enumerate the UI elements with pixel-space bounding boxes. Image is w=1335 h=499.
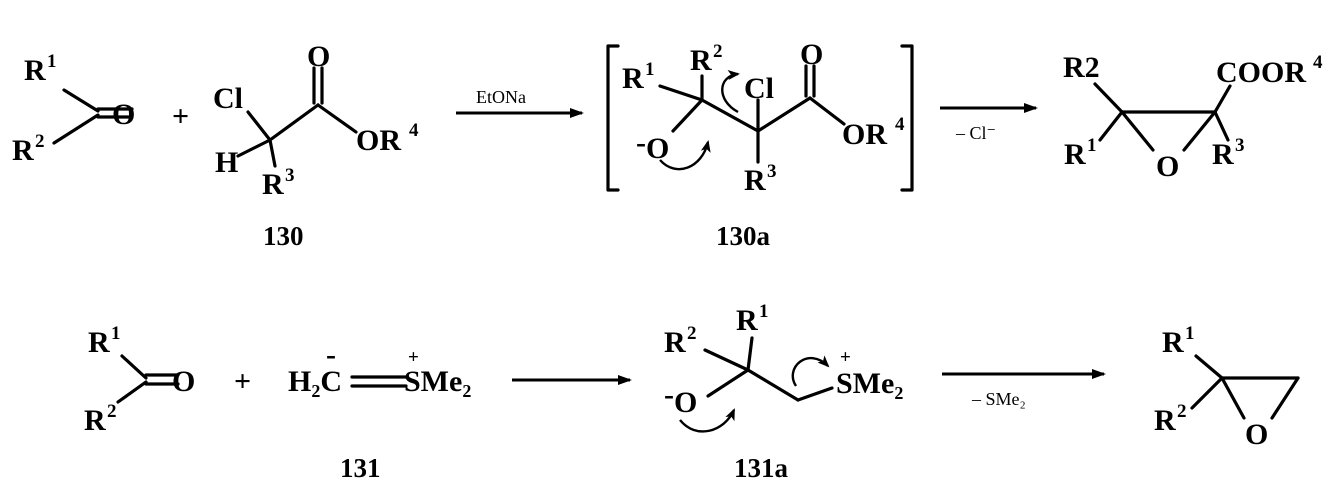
c131-S-plus: + xyxy=(408,347,419,368)
c130a-OR: OR xyxy=(842,118,887,151)
c131a-O: O xyxy=(674,386,697,419)
c130-OR: OR xyxy=(356,124,401,157)
c130a-OR-sup4: 4 xyxy=(895,114,905,135)
product-epoxide-ester: R2 O COOR 4 R 1 R 3 xyxy=(1063,51,1323,183)
label-130a: 130a xyxy=(716,221,771,251)
reagent-minus-sme2: – SMe₂ xyxy=(971,389,1026,409)
ketone2-R-sup2: 2 xyxy=(107,401,117,422)
p1-R2: R2 xyxy=(1063,51,1100,84)
ketone-2: R 1 R 2 O xyxy=(84,323,195,437)
p2-R1-sup1: 1 xyxy=(1185,323,1195,344)
c130a-R: R xyxy=(622,62,644,95)
ketone2-R-sup1: 1 xyxy=(111,323,121,344)
ketone2-O: O xyxy=(172,365,195,398)
c131a-R1: R xyxy=(736,304,758,337)
c130a-O-carbonyl: O xyxy=(800,38,823,71)
ketone1-R-sup1: 1 xyxy=(47,51,57,72)
c130a-O-minus-charge: - xyxy=(636,126,646,159)
curly-arrow-s xyxy=(791,355,830,387)
p1-R1: R xyxy=(1064,138,1086,171)
label-131: 131 xyxy=(340,453,381,483)
p2-R1: R xyxy=(1162,326,1184,359)
c131a-R2: R xyxy=(664,326,686,359)
label-130: 130 xyxy=(263,221,304,251)
c130-R: R xyxy=(262,168,284,201)
intermediate-131a: R 1 R 2 - O SMe₂ + 131a xyxy=(664,301,903,483)
plus-sign-2: + xyxy=(234,365,251,398)
c131a-SMe2: SMe₂ xyxy=(836,367,903,400)
arrow-elim-sme2: – SMe₂ xyxy=(942,369,1106,409)
c130a-R3: R xyxy=(744,164,766,197)
curly-arrow-o2 xyxy=(679,408,736,433)
ketone2-R-lower: R xyxy=(84,404,106,437)
c131-H2C: H₂C xyxy=(288,365,342,398)
p1-R1-sup1: 1 xyxy=(1087,135,1097,156)
c130a-O: O xyxy=(646,132,669,165)
p1-R3: R xyxy=(1212,138,1234,171)
p1-COOR: COOR xyxy=(1216,56,1306,89)
compound-130: Cl H O R 3 OR 4 130 xyxy=(213,40,419,251)
plus-sign-1: + xyxy=(172,100,189,133)
c130a-R2: R xyxy=(690,44,712,77)
bracket-right xyxy=(900,44,914,192)
c130a-R-sup1: 1 xyxy=(645,59,655,80)
c130-H: H xyxy=(215,146,238,179)
p2-R2: R xyxy=(1154,404,1176,437)
p1-COOR-sup4: 4 xyxy=(1313,52,1323,73)
c130a-Cl: Cl xyxy=(744,72,774,105)
curly-arrow-o xyxy=(659,140,711,171)
c130-O: O xyxy=(307,40,330,73)
p2-O-epoxide: O xyxy=(1245,418,1268,451)
arrow-elim-cl: – Cl⁻ xyxy=(940,103,1038,143)
ketone2-R: R xyxy=(88,326,110,359)
ketone1-R-lower: R xyxy=(12,134,34,167)
reagent-minus-cl: – Cl⁻ xyxy=(955,123,996,143)
arrow-etona: EtONa xyxy=(456,87,584,118)
c131a-S-plus: + xyxy=(840,347,851,368)
c130a-R3-sup3: 3 xyxy=(767,161,777,182)
c130-OR-sup4: 4 xyxy=(409,120,419,141)
product-terminal-epoxide: R 1 R 2 O xyxy=(1154,323,1300,451)
c131-SMe2: SMe₂ xyxy=(404,365,471,398)
curly-arrow-cl xyxy=(721,70,740,114)
ketone-1: R 1 R 2 O xyxy=(12,51,135,167)
c131a-O-minus-charge: - xyxy=(664,378,674,411)
c130-Cl: Cl xyxy=(213,82,243,115)
c130a-R2-sup2: 2 xyxy=(713,41,723,62)
c131a-R2-sup2: 2 xyxy=(687,323,697,344)
bracket-left xyxy=(606,44,620,192)
ketone1-O: O xyxy=(112,98,135,131)
ketone1-R-sup2: 2 xyxy=(35,131,45,152)
c130-R-sup3: 3 xyxy=(285,165,295,186)
p1-O-epoxide: O xyxy=(1156,150,1179,183)
c131-C-minus: - xyxy=(326,338,336,371)
compound-131: H₂C - SMe₂ + 131 xyxy=(288,338,471,483)
ketone1-R: R xyxy=(24,54,46,87)
p1-R3-sup3: 3 xyxy=(1235,135,1245,156)
intermediate-130a: R 1 R 2 - O Cl R 3 O OR 4 130a xyxy=(606,38,914,251)
c131a-R1-sup1: 1 xyxy=(759,301,769,322)
label-131a: 131a xyxy=(734,453,789,483)
p2-R2-sup2: 2 xyxy=(1177,401,1187,422)
reagent-etona: EtONa xyxy=(476,87,526,107)
